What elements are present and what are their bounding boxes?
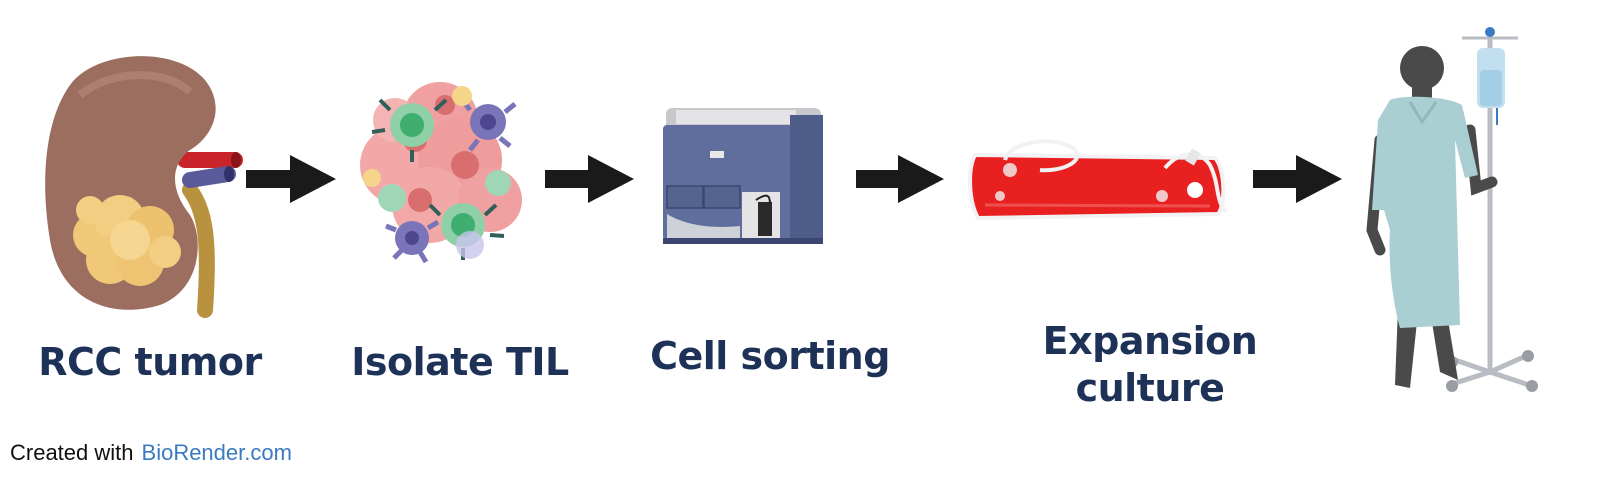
arrow-1 bbox=[246, 155, 336, 203]
arrow-4 bbox=[1253, 155, 1342, 203]
biorender-credit: Created with BioRender.com bbox=[10, 440, 292, 466]
til-cells-icon bbox=[360, 82, 522, 264]
iv-pole bbox=[1446, 27, 1538, 392]
cell-sorter-icon bbox=[663, 108, 823, 244]
kidney-tumor-icon bbox=[45, 56, 243, 318]
step-label-rcc-tumor: RCC tumor bbox=[38, 340, 262, 384]
arrow-2 bbox=[545, 155, 634, 203]
patient-iv-icon bbox=[1366, 27, 1538, 392]
step-label-cell-sorting: Cell sorting bbox=[650, 334, 890, 378]
credit-prefix: Created with bbox=[10, 440, 134, 465]
step-label-isolate-til: Isolate TIL bbox=[351, 340, 569, 384]
step-label-expansion-line-2: culture bbox=[1075, 366, 1225, 410]
step-label-expansion-line-1: Expansion bbox=[1042, 319, 1258, 363]
step-label-expansion-culture: Expansion culture bbox=[1010, 318, 1290, 412]
culture-bag-icon bbox=[968, 139, 1228, 221]
biorender-link[interactable]: BioRender.com bbox=[141, 440, 292, 465]
arrow-3 bbox=[856, 155, 944, 203]
tumor-mass bbox=[73, 195, 181, 286]
